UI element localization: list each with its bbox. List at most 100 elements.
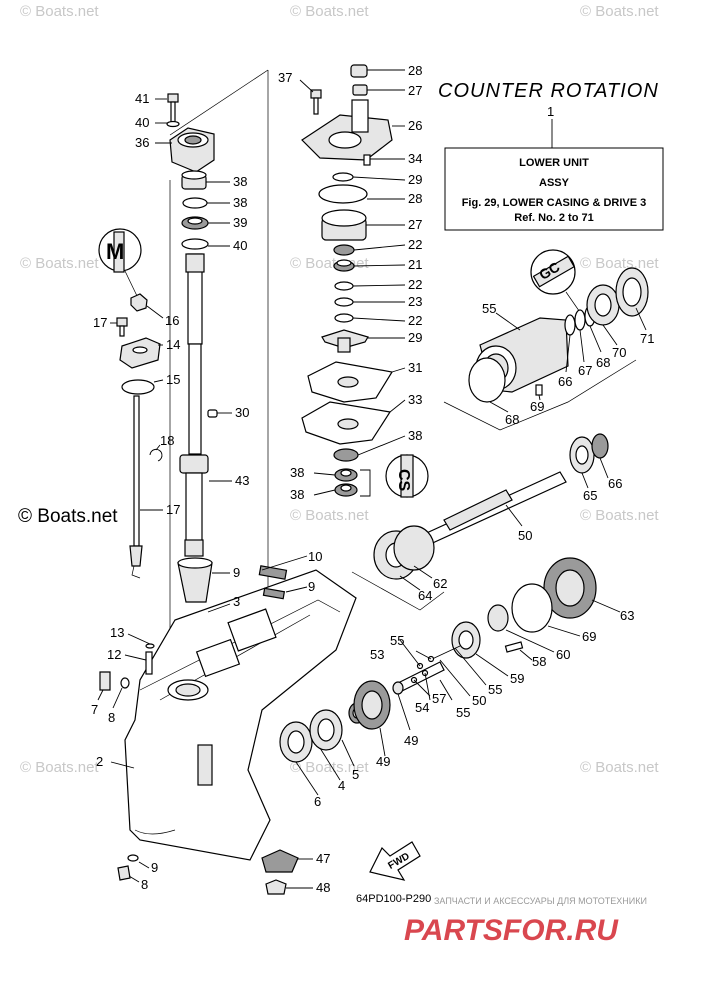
- watermark: © Boats.net: [580, 507, 659, 524]
- watermark: © Boats.net: [20, 759, 99, 776]
- callout-label: 40: [135, 115, 149, 130]
- shift-rod-group: M: [98, 228, 163, 579]
- callout-label: 66: [608, 476, 622, 491]
- callout-label: 55: [482, 301, 496, 316]
- callout-label: 5: [352, 767, 359, 782]
- callout-label: 55: [390, 633, 404, 648]
- callout-label: 63: [620, 608, 634, 623]
- callout-label: 17: [166, 502, 180, 517]
- watermark: © Boats.net: [290, 507, 369, 524]
- watermark: © Boats.net: [20, 255, 99, 272]
- callout-label: 66: [558, 374, 572, 389]
- callout-label: 23: [408, 294, 422, 309]
- callout-label: 38: [290, 487, 304, 502]
- water-pump-group: CS: [301, 64, 429, 498]
- callout-label: 12: [107, 647, 121, 662]
- callout-label: 31: [408, 360, 422, 375]
- callout-label: 2: [96, 754, 103, 769]
- callout-label: 1: [547, 104, 554, 119]
- callout-layer: 41 40 36 38 38 39 40 16 17 14 15 30 18 4…: [91, 63, 654, 895]
- callout-label: 22: [408, 237, 422, 252]
- callout-label: 69: [582, 629, 596, 644]
- info-box-line: LOWER UNIT: [519, 157, 589, 169]
- callout-label: 4: [338, 778, 345, 793]
- callout-label: 29: [408, 172, 422, 187]
- callout-label: 21: [408, 257, 422, 272]
- callout-label: 67: [578, 363, 592, 378]
- lower-casing-group: FWD: [99, 565, 421, 895]
- callout-label: 54: [415, 700, 429, 715]
- callout-label: 70: [612, 345, 626, 360]
- callout-label: 26: [408, 118, 422, 133]
- callout-label: 71: [640, 331, 654, 346]
- callout-label: 47: [316, 851, 330, 866]
- callout-label: 29: [408, 330, 422, 345]
- callout-label: 30: [235, 405, 249, 420]
- callout-label: 59: [510, 671, 524, 686]
- callout-label: 38: [233, 174, 247, 189]
- callout-label: 27: [408, 83, 422, 98]
- callout-label: 60: [556, 647, 570, 662]
- watermark: © Boats.net: [290, 759, 369, 776]
- callout-label: 16: [165, 313, 179, 328]
- callout-label: 68: [505, 412, 519, 427]
- callout-label: 33: [408, 392, 422, 407]
- callout-label: 55: [456, 705, 470, 720]
- callout-label: 65: [583, 488, 597, 503]
- callout-label: 38: [233, 195, 247, 210]
- callout-label: 9: [308, 579, 315, 594]
- callout-label: 9: [151, 860, 158, 875]
- callout-label: 39: [233, 215, 247, 230]
- callout-label: 9: [233, 565, 240, 580]
- callout-label: 28: [408, 63, 422, 78]
- watermark: © Boats.net: [580, 255, 659, 272]
- callout-label: 41: [135, 91, 149, 106]
- gear-clutch-group: [392, 557, 597, 695]
- callout-label: 58: [532, 654, 546, 669]
- diagram-title: COUNTER ROTATION: [438, 80, 659, 102]
- brand-tagline: ЗАПЧАСТИ И АКСЕССУАРЫ ДЛЯ МОТОТЕХНИКИ: [434, 896, 647, 906]
- callout-label: 18: [160, 433, 174, 448]
- callout-label: 57: [432, 691, 446, 706]
- callout-label: 64: [418, 588, 432, 603]
- info-box-line: Ref. No. 2 to 71: [514, 212, 593, 224]
- propeller-shaft-group: GC: [351, 249, 649, 611]
- callout-label: 38: [290, 465, 304, 480]
- callout-label: 49: [376, 754, 390, 769]
- callout-label: 62: [433, 576, 447, 591]
- callout-label: 13: [110, 625, 124, 640]
- watermark: © Boats.net: [20, 3, 99, 20]
- callout-label: 27: [408, 217, 422, 232]
- watermark-large: © Boats.net: [18, 506, 118, 527]
- callout-label: 22: [408, 277, 422, 292]
- callout-label: 3: [233, 594, 240, 609]
- watermark: © Boats.net: [290, 255, 369, 272]
- callout-label: 17: [93, 315, 107, 330]
- callout-label: 7: [91, 702, 98, 717]
- bearing-seals-group: [279, 680, 391, 763]
- callout-label: 22: [408, 313, 422, 328]
- callout-label: 48: [316, 880, 330, 895]
- brand-logo: ЗАПЧАСТИ И АКСЕССУАРЫ ДЛЯ МОТОТЕХНИКИ PA…: [404, 896, 647, 947]
- drive-shaft-group: [166, 69, 269, 700]
- callout-label: 69: [530, 399, 544, 414]
- callout-label: 38: [408, 428, 422, 443]
- callout-label: 8: [108, 710, 115, 725]
- callout-label: 34: [408, 151, 422, 166]
- watermark-layer: © Boats.net © Boats.net © Boats.net © Bo…: [18, 3, 659, 776]
- watermark: © Boats.net: [580, 759, 659, 776]
- callout-label: 68: [596, 355, 610, 370]
- info-box-line: ASSY: [539, 177, 570, 189]
- callout-label: 28: [408, 191, 422, 206]
- callout-label: 50: [472, 693, 486, 708]
- callout-label: 6: [314, 794, 321, 809]
- svg-text:M: M: [106, 239, 124, 264]
- brand-name: PARTSFOR.RU: [404, 914, 619, 947]
- callout-label: 43: [235, 473, 249, 488]
- watermark: © Boats.net: [580, 3, 659, 20]
- callout-label: 10: [308, 549, 322, 564]
- callout-label: 37: [278, 70, 292, 85]
- callout-label: 50: [518, 528, 532, 543]
- callout-label: 15: [166, 372, 180, 387]
